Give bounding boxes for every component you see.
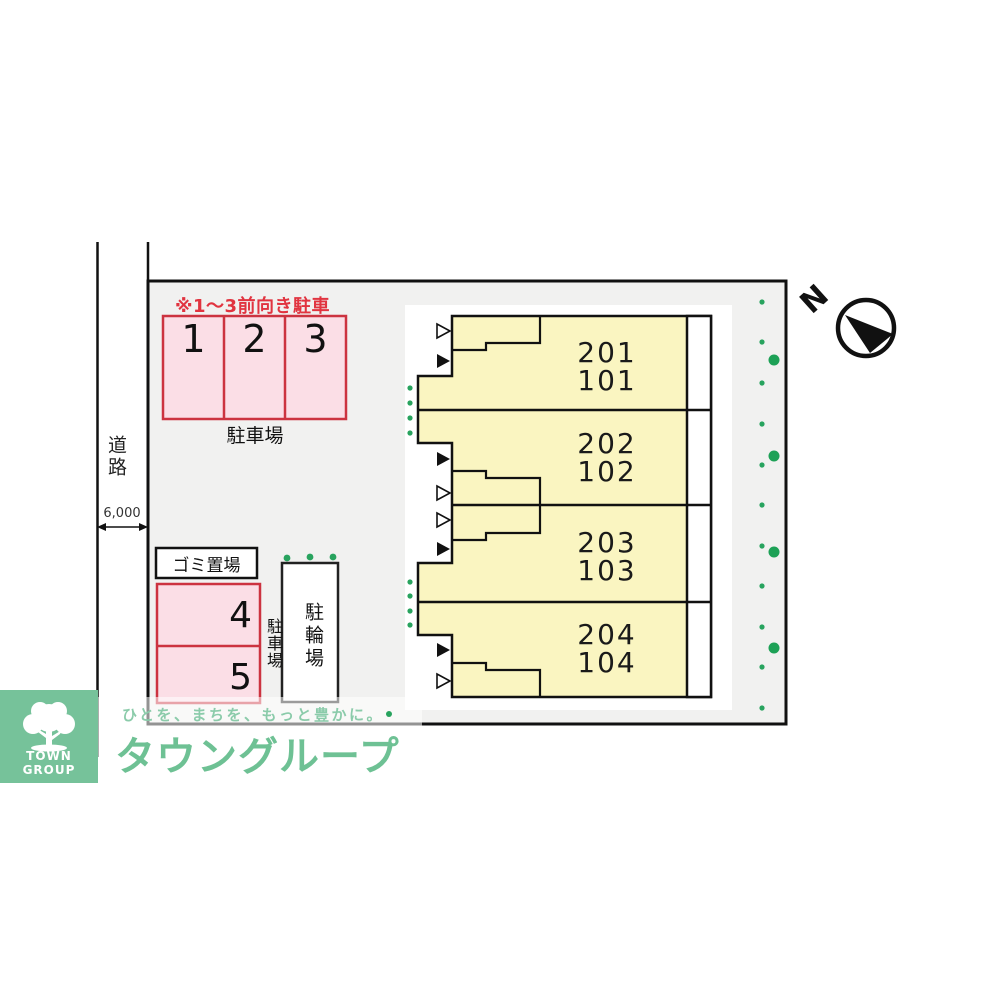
unit-upper: 201 bbox=[577, 336, 637, 369]
bicycle-label: 駐輪場 bbox=[302, 602, 324, 671]
unit-label-202-102: 202 102 bbox=[547, 430, 667, 486]
parking-space-1: 1 bbox=[181, 317, 206, 361]
balcony-strip bbox=[685, 314, 713, 699]
unit-lower: 101 bbox=[577, 364, 637, 397]
garbage-label: ゴミ置場 bbox=[172, 556, 241, 576]
greenery-dots bbox=[283, 299, 780, 711]
parking-sub-area bbox=[155, 582, 262, 705]
entry-arrow-open-icon bbox=[436, 322, 452, 340]
bicycle-box bbox=[280, 561, 340, 704]
parking-space-4: 4 bbox=[229, 595, 252, 636]
town-group-logo: TOWN GROUP bbox=[0, 690, 98, 783]
greenery-dot bbox=[386, 711, 392, 717]
entry-arrow-filled-icon bbox=[437, 542, 450, 556]
entry-arrow-filled-icon bbox=[437, 452, 450, 466]
entry-arrow-open-icon bbox=[436, 484, 452, 502]
logo-brand-name: タウングループ bbox=[115, 734, 400, 780]
road-width-dimension: 6,000 bbox=[103, 506, 141, 521]
unit-lower: 102 bbox=[577, 455, 637, 488]
unit-upper: 203 bbox=[577, 526, 637, 559]
unit-dividers bbox=[418, 408, 711, 604]
entry-arrow-filled-icon bbox=[437, 354, 450, 368]
dimension-arrow bbox=[97, 523, 148, 531]
logo-tagline: ひとを、まちを、もっと豊かに。 bbox=[122, 706, 385, 724]
porch-step-lines bbox=[452, 316, 542, 697]
north-compass-icon bbox=[835, 297, 897, 359]
entry-arrow-filled-icon bbox=[437, 643, 450, 657]
tree-icon bbox=[23, 702, 75, 752]
unit-upper: 204 bbox=[577, 618, 637, 651]
unit-upper: 202 bbox=[577, 427, 637, 460]
unit-lower: 104 bbox=[577, 646, 637, 679]
garbage-box bbox=[154, 546, 259, 580]
parking-space-5: 5 bbox=[229, 657, 252, 698]
unit-label-201-101: 201 101 bbox=[547, 339, 667, 395]
entry-arrow-open-icon bbox=[436, 511, 452, 529]
parking-space-3: 3 bbox=[303, 317, 328, 361]
parking-main-label: 駐車場 bbox=[226, 425, 284, 447]
logo-company-name: TOWN GROUP bbox=[22, 749, 76, 777]
entry-arrows bbox=[436, 322, 452, 690]
road-label: 道路 bbox=[105, 435, 127, 479]
parking-note: ※1〜3前向き駐車 bbox=[175, 296, 331, 317]
unit-label-203-103: 203 103 bbox=[547, 529, 667, 585]
unit-lower: 103 bbox=[577, 554, 637, 587]
parking-main-area bbox=[161, 314, 348, 421]
parking-space-2: 2 bbox=[242, 317, 267, 361]
parking-sub-label: 駐車場 bbox=[264, 618, 283, 669]
unit-label-204-104: 204 104 bbox=[547, 621, 667, 677]
entry-arrow-open-icon bbox=[436, 672, 452, 690]
